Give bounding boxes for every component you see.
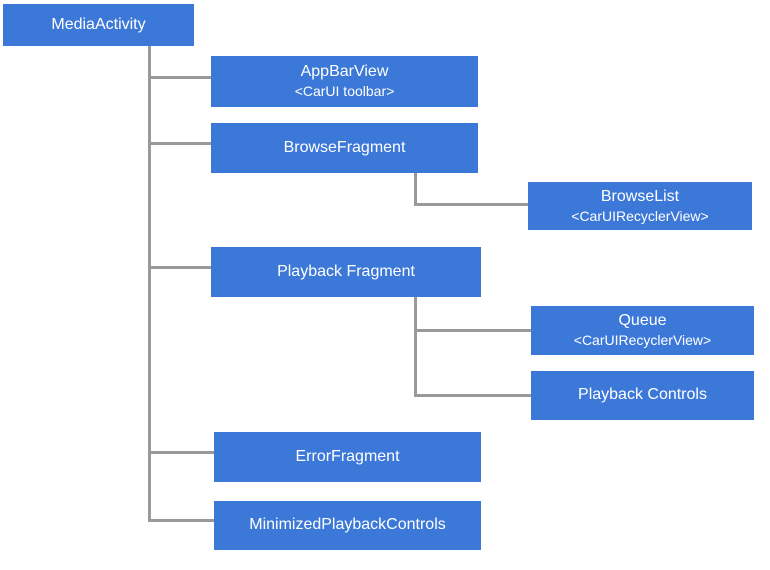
edge-to-playbackfragment — [148, 266, 211, 269]
node-app-bar-view-sublabel: <CarUI toolbar> — [294, 83, 395, 100]
node-minimized-playback-controls: MinimizedPlaybackControls — [214, 501, 481, 550]
node-error-fragment: ErrorFragment — [214, 432, 481, 482]
node-media-activity-label: MediaActivity — [51, 15, 146, 33]
node-playback-controls-label: Playback Controls — [578, 386, 707, 404]
node-playback-controls: Playback Controls — [531, 371, 754, 420]
edge-to-minimizedplaybackcontrols — [148, 519, 214, 522]
node-browse-list-sublabel: <CarUIRecyclerView> — [571, 207, 709, 224]
node-playback-fragment: Playback Fragment — [211, 247, 481, 297]
edge-playback-drop-vertical — [414, 297, 417, 397]
edge-to-errorfragment — [148, 451, 214, 454]
node-app-bar-view: AppBarView <CarUI toolbar> — [211, 56, 478, 107]
node-browse-fragment: BrowseFragment — [211, 123, 478, 173]
node-queue: Queue <CarUIRecyclerView> — [531, 306, 754, 355]
edge-trunk-vertical — [148, 46, 151, 522]
edge-to-browselist — [414, 203, 528, 206]
node-browse-list: BrowseList <CarUIRecyclerView> — [528, 182, 752, 230]
edge-browse-drop-vertical — [414, 173, 417, 206]
node-browse-fragment-label: BrowseFragment — [283, 138, 406, 156]
edge-to-queue — [414, 329, 531, 332]
node-playback-fragment-label: Playback Fragment — [277, 262, 415, 280]
node-queue-label: Queue — [618, 312, 667, 330]
node-minimized-playback-controls-label: MinimizedPlaybackControls — [249, 516, 446, 534]
node-browse-list-label: BrowseList — [600, 187, 680, 205]
node-app-bar-view-label: AppBarView — [300, 63, 389, 81]
node-queue-sublabel: <CarUIRecyclerView> — [573, 332, 712, 349]
edge-to-appbarview — [148, 76, 211, 79]
edge-to-playbackcontrols — [414, 394, 531, 397]
node-media-activity: MediaActivity — [3, 4, 194, 46]
edge-to-browsefragment — [148, 142, 211, 145]
node-error-fragment-label: ErrorFragment — [295, 447, 400, 465]
